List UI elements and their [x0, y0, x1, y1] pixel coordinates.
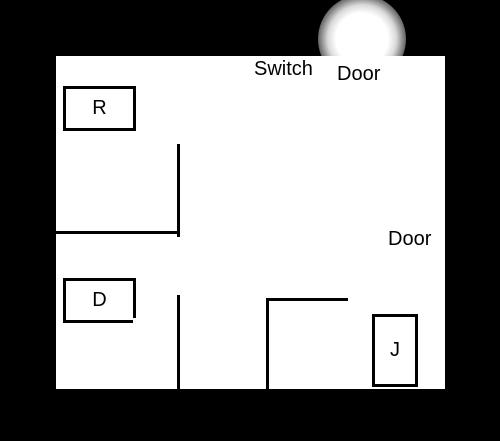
floor-plan: R D J Switch Door Door — [56, 56, 445, 389]
door-top-label: Door — [337, 63, 381, 85]
wall-closet-horizontal — [266, 298, 348, 301]
wall-lower-vertical — [177, 295, 180, 389]
furniture-d-label: D — [92, 289, 107, 311]
furniture-d: D — [63, 278, 136, 323]
furniture-j: J — [372, 314, 418, 387]
furniture-j-label: J — [390, 339, 400, 361]
wall-upper-vertical — [177, 144, 180, 237]
switch-label: Switch — [254, 58, 313, 80]
wall-closet-vertical — [266, 298, 269, 389]
furniture-d-corner-gap — [133, 318, 136, 323]
furniture-r: R — [63, 86, 136, 131]
wall-left-horizontal — [56, 231, 180, 234]
furniture-r-label: R — [92, 97, 107, 119]
door-right-label: Door — [388, 228, 432, 250]
